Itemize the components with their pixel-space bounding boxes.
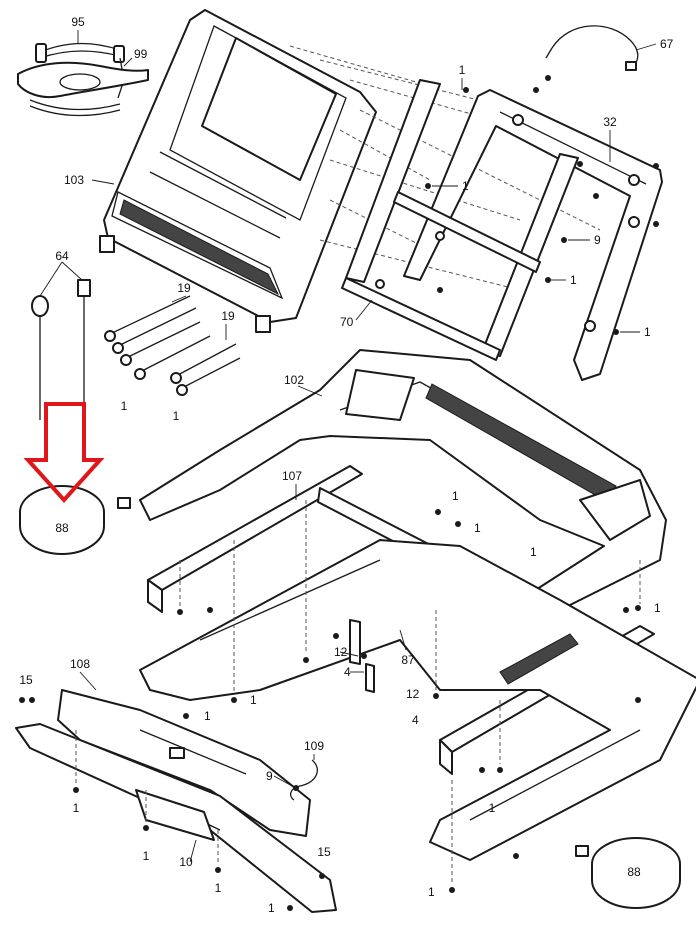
label-12-b: 12 [406, 687, 420, 701]
label-103: 103 [64, 173, 84, 187]
label-1-r3: 1 [654, 601, 661, 615]
label-1-b6: 1 [268, 901, 275, 915]
label-9-top: 9 [594, 233, 601, 247]
label-4-b: 4 [412, 713, 419, 727]
label-19-a: 19 [177, 281, 191, 295]
label-1-mid: 1 [462, 179, 469, 193]
label-67: 67 [660, 37, 674, 51]
part-labels: 95 99 67 1 32 103 1 9 1 1 64 19 19 70 1 … [19, 15, 673, 915]
label-1-c3: 1 [530, 545, 537, 559]
label-19-b: 19 [221, 309, 235, 323]
label-88-left: 88 [55, 521, 69, 535]
label-10: 10 [179, 855, 193, 869]
label-1-b7: 1 [489, 801, 496, 815]
part-67-cable [533, 25, 639, 93]
label-9-bot: 9 [266, 769, 273, 783]
bolts-lower [19, 509, 641, 911]
label-1-r1: 1 [570, 273, 577, 287]
label-12-a: 12 [334, 645, 348, 659]
part-109-cable [289, 759, 318, 801]
label-1-l1: 1 [121, 399, 128, 413]
label-95: 95 [71, 15, 85, 29]
part-32-upright-frame [403, 89, 663, 381]
label-15-b: 15 [317, 845, 331, 859]
label-32: 32 [603, 115, 617, 129]
part-19-bolt-set [104, 295, 241, 396]
label-1-b5: 1 [215, 881, 222, 895]
label-1-l2: 1 [173, 409, 180, 423]
bolts-upper [425, 87, 659, 335]
part-64-grommet-cable [31, 261, 91, 420]
label-1-b4: 1 [143, 849, 150, 863]
part-87-base-frame [139, 539, 696, 861]
label-4-a: 4 [344, 665, 351, 679]
label-1-c1: 1 [452, 489, 459, 503]
label-107: 107 [282, 469, 302, 483]
label-1-top: 1 [459, 63, 466, 77]
label-1-c2: 1 [474, 521, 481, 535]
label-88-right: 88 [627, 865, 641, 879]
label-108: 108 [70, 657, 90, 671]
part-108-left-rail [57, 689, 311, 837]
part-103-console-housing [99, 9, 377, 333]
part-88-pulley-left [19, 485, 131, 555]
label-1-b1: 1 [204, 709, 211, 723]
bolt-guide-lines [75, 500, 641, 884]
label-102: 102 [284, 373, 304, 387]
label-1-r2: 1 [644, 325, 651, 339]
label-70: 70 [340, 315, 354, 329]
highlight-arrow-icon [23, 402, 105, 503]
label-109: 109 [304, 739, 324, 753]
label-1-b2: 1 [250, 693, 257, 707]
label-leader-lines [77, 30, 657, 863]
part-88-pulley-right [575, 837, 681, 909]
label-1-b3: 1 [73, 801, 80, 815]
label-64: 64 [55, 249, 69, 263]
label-99: 99 [134, 47, 148, 61]
part-70-inner-frame [341, 79, 579, 361]
part-10-side-rail [15, 723, 337, 913]
label-1-b8: 1 [428, 885, 435, 899]
part-99-cable-tie [17, 61, 149, 117]
label-87: 87 [401, 653, 415, 667]
label-15-a: 15 [19, 673, 33, 687]
